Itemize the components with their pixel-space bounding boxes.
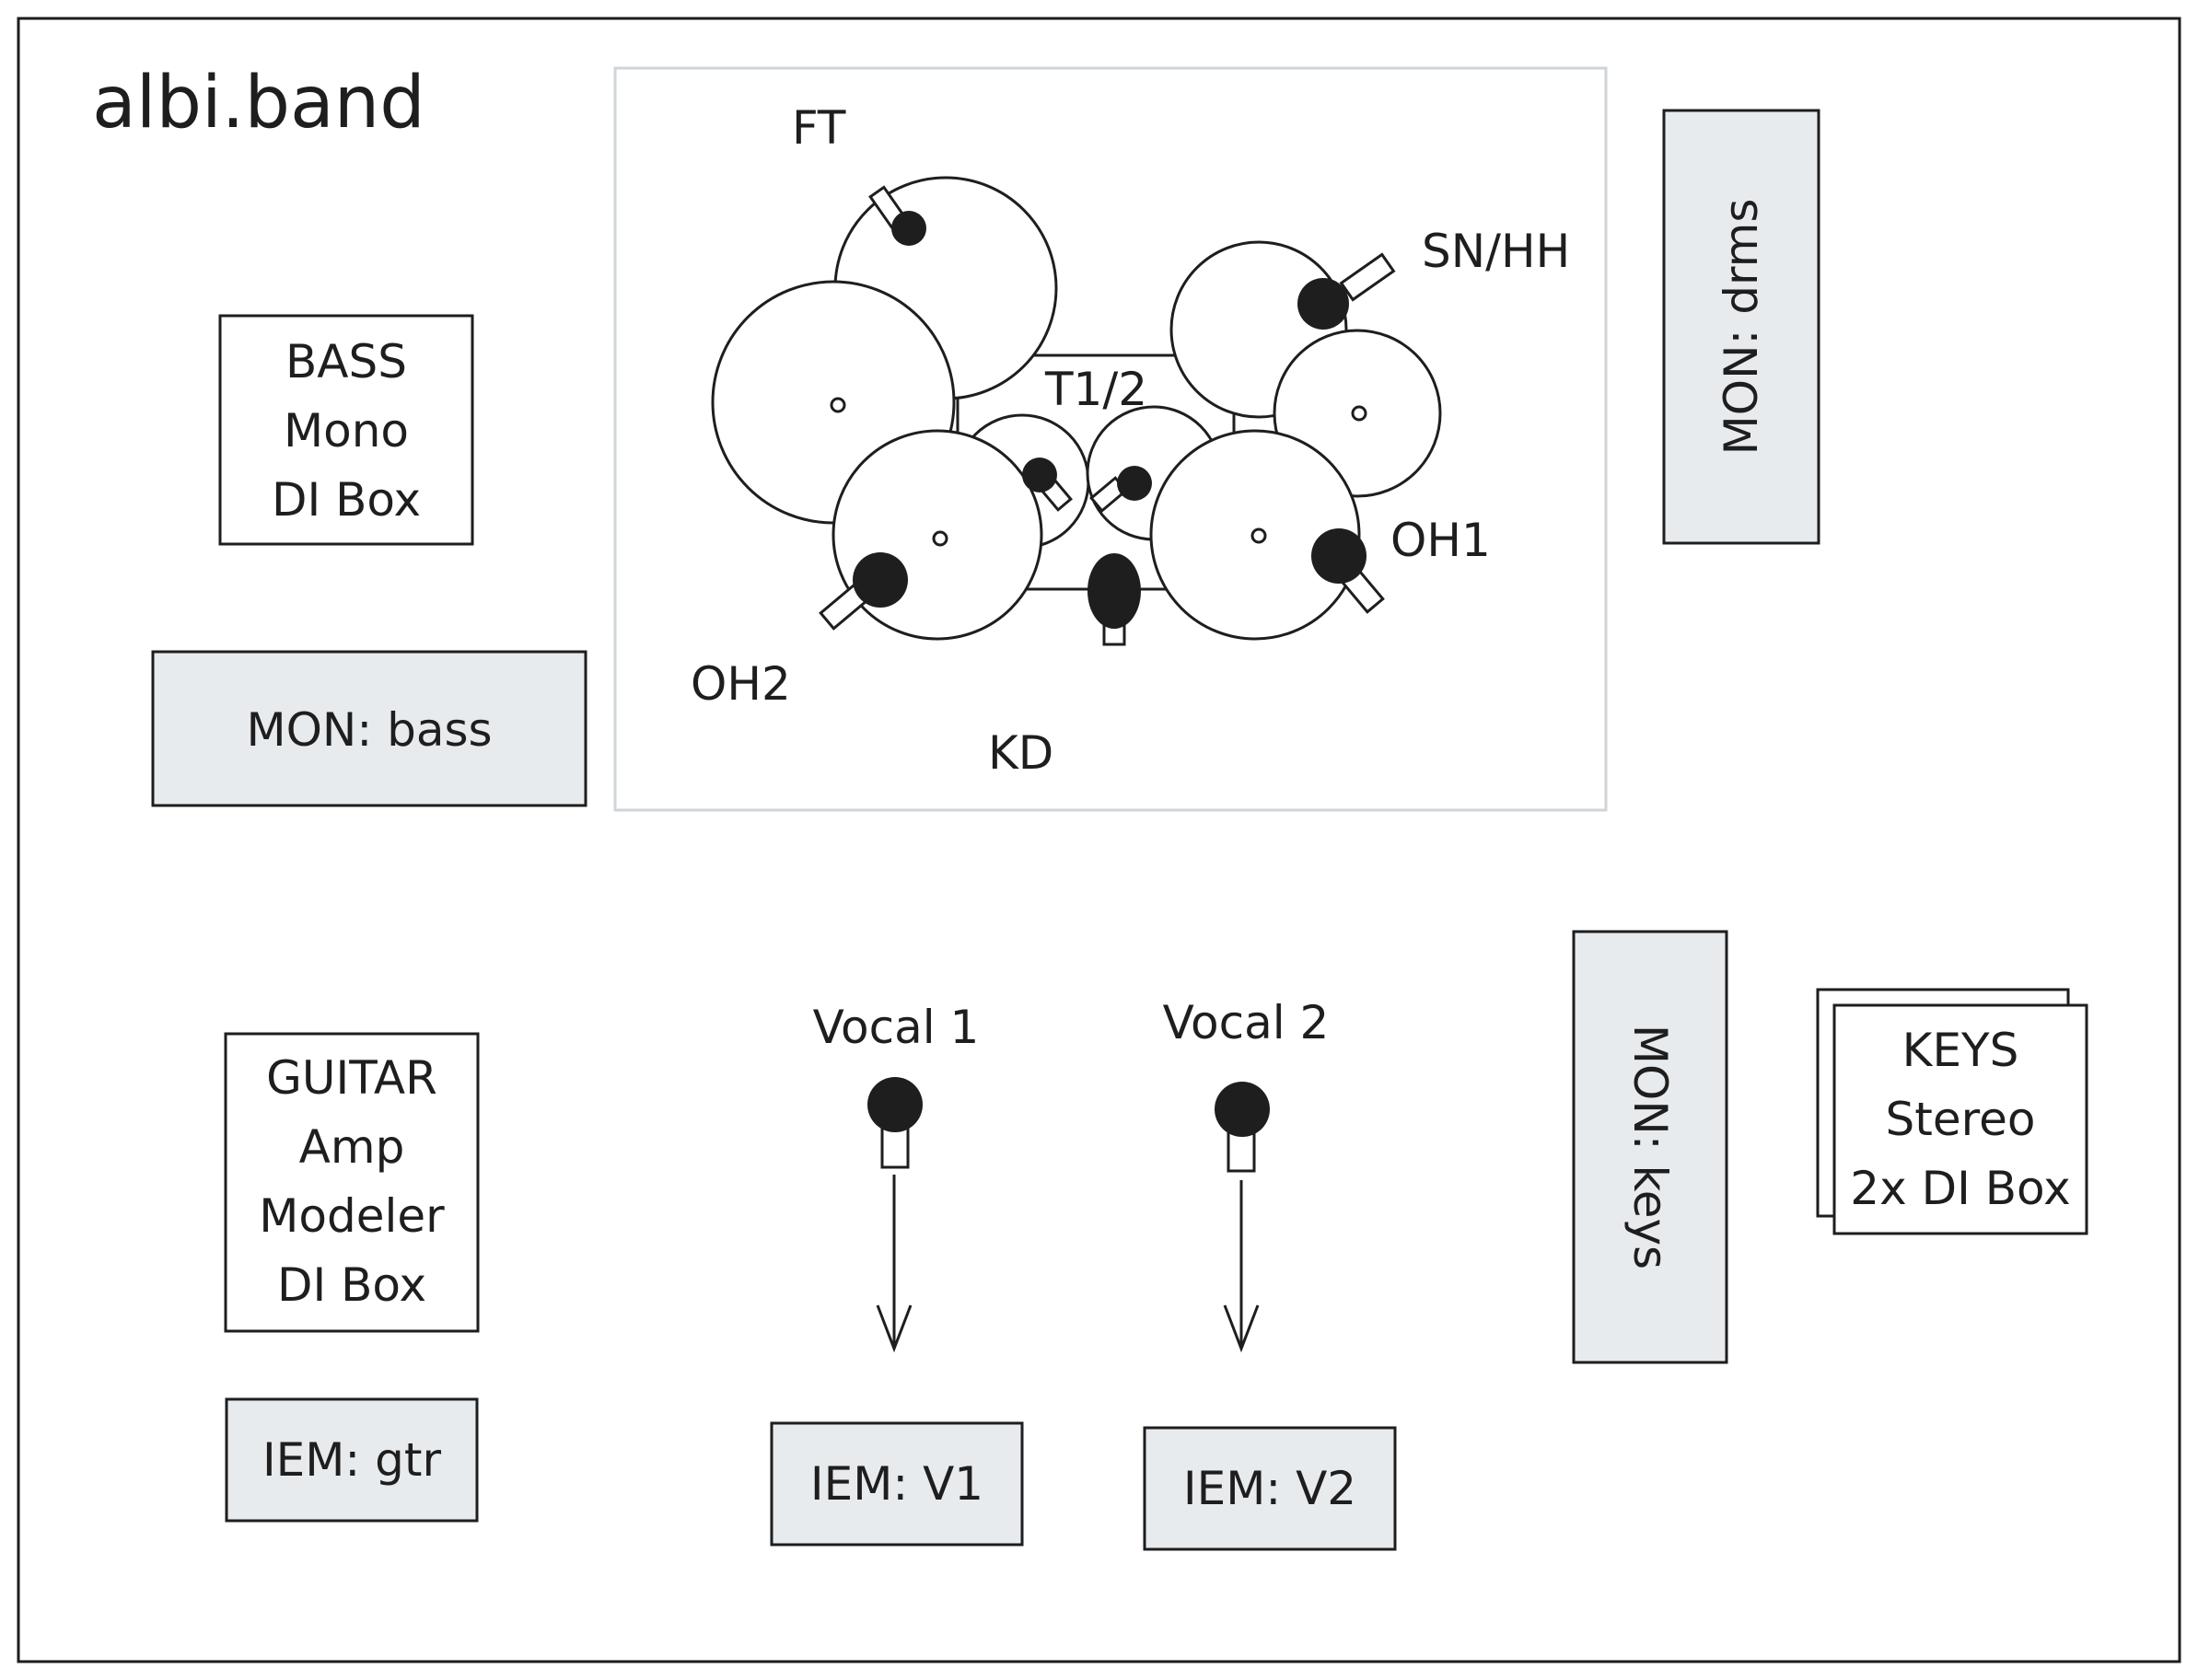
mic-sn-hh (1297, 252, 1396, 330)
bass-di-box: BASS Mono DI Box (218, 314, 474, 546)
iem-gtr: IEM: gtr (225, 1397, 479, 1523)
keys-di-box: KEYS Stereo 2x DI Box (1816, 988, 2088, 1235)
iem-gtr-label: IEM: gtr (262, 1433, 442, 1487)
vocal-1: Vocal 1 (813, 1001, 980, 1353)
mic-oh1 (1311, 528, 1385, 614)
vocal-2: Vocal 2 (1163, 996, 1330, 1353)
floor-tom-right-hub (1250, 527, 1267, 544)
keys-line-1: KEYS (1902, 1024, 2019, 1077)
mic-t1 (1022, 458, 1073, 512)
iem-v1: IEM: V1 (770, 1421, 1024, 1547)
guitar-line-2: Amp (299, 1120, 405, 1174)
keys-di-box-front (1832, 1003, 2088, 1235)
guitar-line-3: Modeler (259, 1189, 445, 1243)
bass-line-3: DI Box (272, 473, 421, 527)
monitor-drums-label: MON: drms (1715, 199, 1768, 456)
guitar-line-1: GUITAR (266, 1051, 437, 1105)
iem-v2-label: IEM: V2 (1183, 1462, 1356, 1515)
label-oh1: OH1 (1390, 514, 1491, 567)
page-title: albi.band (92, 62, 425, 145)
vocal-2-label: Vocal 2 (1163, 996, 1330, 1049)
monitor-bass-label: MON: bass (246, 703, 492, 757)
label-kd: KD (988, 726, 1053, 780)
crash-cymbal-left-hub (830, 397, 846, 413)
monitor-keys: MON: keys (1572, 930, 1728, 1364)
mic-ft (868, 185, 926, 246)
label-sn-hh: SN/HH (1422, 225, 1570, 278)
label-t12: T1/2 (1044, 363, 1147, 416)
iem-v2: IEM: V2 (1143, 1426, 1397, 1551)
vocal-1-mic-head (867, 1077, 923, 1132)
monitor-drums: MON: drms (1662, 109, 1820, 545)
keys-line-3: 2x DI Box (1850, 1162, 2070, 1215)
drum-kit-area: FT SN/HH T1/2 OH1 OH2 KD (613, 66, 1608, 812)
hihat-hub (1351, 405, 1367, 422)
monitor-bass: MON: bass (151, 650, 587, 807)
vocal-2-mic-head (1215, 1082, 1270, 1137)
keys-line-2: Stereo (1886, 1093, 2036, 1146)
vocal-2-arrow-head (1223, 1304, 1260, 1353)
bass-line-2: Mono (284, 404, 409, 458)
iem-v1-label: IEM: V1 (810, 1457, 983, 1511)
bass-line-1: BASS (285, 335, 407, 388)
snare-left-hub (932, 530, 948, 547)
mic-kd (1087, 553, 1141, 646)
monitor-keys-label: MON: keys (1623, 1025, 1677, 1269)
vocal-1-arrow-head (876, 1304, 913, 1353)
mic-t2 (1089, 466, 1152, 513)
guitar-line-4: DI Box (277, 1258, 426, 1312)
label-oh2: OH2 (691, 657, 791, 711)
guitar-di-box: GUITAR Amp Modeler DI Box (224, 1032, 480, 1333)
label-ft: FT (792, 101, 846, 155)
vocal-1-label: Vocal 1 (813, 1001, 980, 1054)
mic-oh2 (819, 552, 908, 631)
